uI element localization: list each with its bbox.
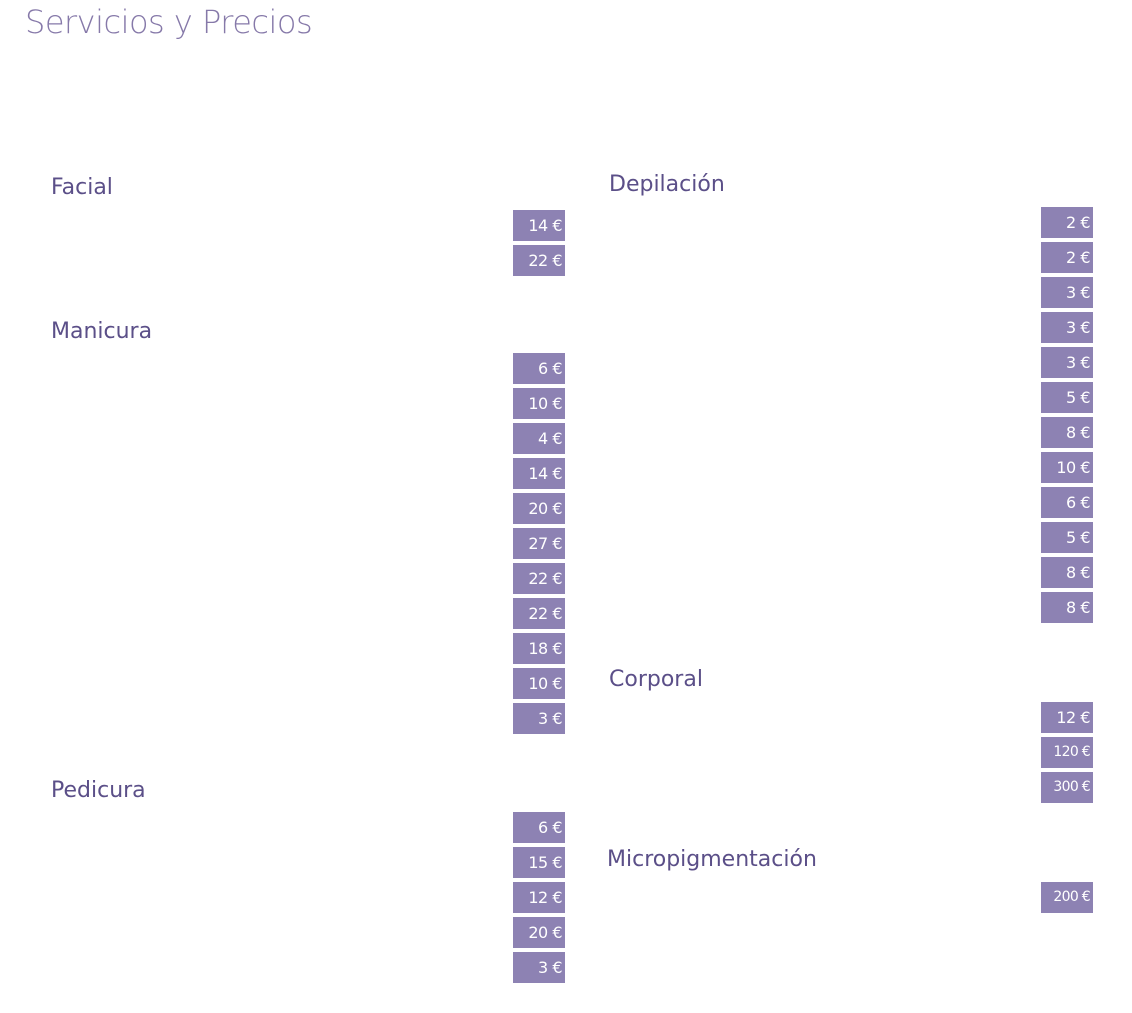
price-item: 300 € (1041, 772, 1093, 803)
price-badge: 6 € (1041, 487, 1093, 518)
section-title-corporal: Corporal (609, 667, 703, 692)
price-badge: 18 € (513, 633, 565, 664)
price-badge: 200 € (1041, 882, 1093, 913)
price-item: 3 € (1041, 347, 1093, 378)
price-item: 3 € (513, 703, 565, 734)
price-badge: 22 € (513, 598, 565, 629)
price-item: 18 € (513, 633, 565, 664)
price-badge: 8 € (1041, 557, 1093, 588)
price-item: 120 € (1041, 737, 1093, 768)
price-badge: 3 € (1041, 312, 1093, 343)
price-badge: 4 € (513, 423, 565, 454)
page-title: Servicios y Precios (25, 3, 313, 41)
price-item: 20 € (513, 917, 565, 948)
price-list-pedicura: 6 € 15 € 12 € 20 € 3 € (513, 812, 565, 987)
price-item: 8 € (1041, 592, 1093, 623)
price-item: 10 € (1041, 452, 1093, 483)
price-item: 8 € (1041, 417, 1093, 448)
price-item: 10 € (513, 388, 565, 419)
price-item: 14 € (513, 458, 565, 489)
price-item: 8 € (1041, 557, 1093, 588)
price-item: 4 € (513, 423, 565, 454)
price-item: 14 € (513, 210, 565, 241)
price-badge: 22 € (513, 563, 565, 594)
section-title-pedicura: Pedicura (51, 778, 146, 803)
price-item: 15 € (513, 847, 565, 878)
price-badge: 20 € (513, 917, 565, 948)
price-badge: 22 € (513, 245, 565, 276)
price-badge: 12 € (1041, 702, 1093, 733)
price-item: 12 € (1041, 702, 1093, 733)
section-title-depilacion: Depilación (609, 172, 725, 197)
price-item: 20 € (513, 493, 565, 524)
price-badge: 6 € (513, 353, 565, 384)
price-list-micropigmentacion: 200 € (1041, 882, 1093, 917)
price-badge: 14 € (513, 210, 565, 241)
price-badge: 6 € (513, 812, 565, 843)
price-item: 6 € (513, 353, 565, 384)
price-list-facial: 14 € 22 € (513, 210, 565, 280)
price-badge: 20 € (513, 493, 565, 524)
price-list-depilacion: 2 € 2 € 3 € 3 € 3 € 5 € 8 € 10 € 6 € 5 € 8 € 8 € (1041, 207, 1093, 627)
price-badge: 2 € (1041, 242, 1093, 273)
price-item: 3 € (1041, 277, 1093, 308)
price-badge: 8 € (1041, 417, 1093, 448)
section-title-manicura: Manicura (51, 319, 153, 344)
section-title-facial: Facial (51, 175, 113, 200)
price-item: 12 € (513, 882, 565, 913)
price-item: 3 € (513, 952, 565, 983)
price-item: 5 € (1041, 522, 1093, 553)
price-item: 6 € (513, 812, 565, 843)
price-badge: 300 € (1041, 772, 1093, 803)
price-item: 2 € (1041, 242, 1093, 273)
price-item: 3 € (1041, 312, 1093, 343)
price-badge: 120 € (1041, 737, 1093, 768)
price-item: 10 € (513, 668, 565, 699)
price-item: 200 € (1041, 882, 1093, 913)
price-badge: 27 € (513, 528, 565, 559)
section-title-micropigmentacion: Micropigmentación (607, 847, 817, 872)
price-badge: 10 € (1041, 452, 1093, 483)
price-item: 6 € (1041, 487, 1093, 518)
price-badge: 10 € (513, 668, 565, 699)
price-badge: 10 € (513, 388, 565, 419)
price-badge: 8 € (1041, 592, 1093, 623)
price-badge: 3 € (513, 952, 565, 983)
price-list-manicura: 6 € 10 € 4 € 14 € 20 € 27 € 22 € 22 € 18 € 10 € 3 … (513, 353, 565, 738)
price-badge: 5 € (1041, 522, 1093, 553)
price-list-corporal: 12 € 120 € 300 € (1041, 702, 1093, 807)
price-badge: 3 € (513, 703, 565, 734)
price-item: 2 € (1041, 207, 1093, 238)
price-badge: 5 € (1041, 382, 1093, 413)
price-badge: 3 € (1041, 347, 1093, 378)
price-badge: 14 € (513, 458, 565, 489)
price-badge: 3 € (1041, 277, 1093, 308)
price-item: 22 € (513, 598, 565, 629)
price-badge: 15 € (513, 847, 565, 878)
price-badge: 12 € (513, 882, 565, 913)
price-item: 22 € (513, 245, 565, 276)
price-item: 22 € (513, 563, 565, 594)
price-item: 27 € (513, 528, 565, 559)
price-badge: 2 € (1041, 207, 1093, 238)
price-item: 5 € (1041, 382, 1093, 413)
